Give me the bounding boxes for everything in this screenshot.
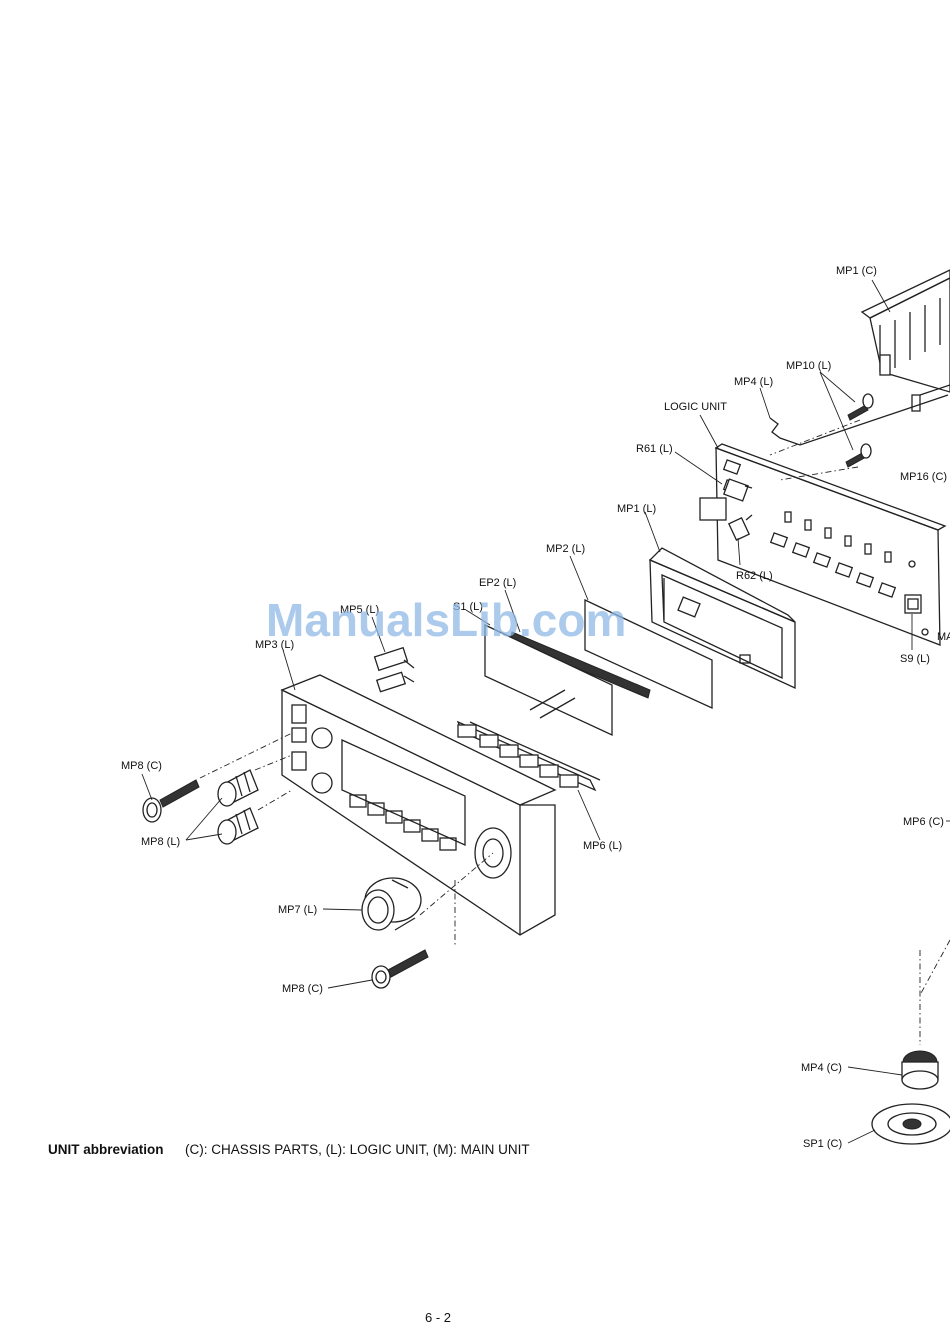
mp8-screw-upper (143, 780, 199, 822)
label-mp4-c: MP4 (C) (801, 1062, 842, 1074)
label-mp1-l: MP1 (L) (617, 503, 656, 515)
label-sp1-c: SP1 (C) (803, 1138, 842, 1150)
mp10-screw (848, 394, 873, 420)
watermark-text: ManualsLib.com (266, 594, 626, 646)
s9-switch (905, 595, 921, 613)
unit-abbreviation-legend: UNIT abbreviation (C): CHASSIS PARTS, (L… (48, 1142, 530, 1157)
legend-text: (C): CHASSIS PARTS, (L): LOGIC UNIT, (M)… (185, 1142, 530, 1157)
label-mp16-c: MP16 (C) (900, 471, 947, 483)
label-mp1-c: MP1 (C) (836, 265, 877, 277)
label-mp8-c-lower: MP8 (C) (282, 983, 323, 995)
mp8-knob (218, 770, 258, 806)
label-mp6-c: MP6 (C) (903, 816, 944, 828)
label-mp8-c-upper: MP8 (C) (121, 760, 162, 772)
mp5-connector (375, 648, 414, 692)
label-mp4-l: MP4 (L) (734, 376, 773, 388)
label-mp7-l: MP7 (L) (278, 904, 317, 916)
mp10-screw (846, 444, 871, 467)
sp1-speaker (872, 1104, 950, 1144)
mp7-dial (362, 878, 421, 930)
leader-lines (142, 280, 950, 1143)
label-s9-l: S9 (L) (900, 653, 930, 665)
label-ma-cut: MA (937, 631, 950, 643)
label-logic-unit: LOGIC UNIT (664, 401, 727, 413)
legend-title: UNIT abbreviation (48, 1142, 164, 1157)
label-r62-l: R62 (L) (736, 570, 773, 582)
mp8-knob (218, 808, 258, 844)
label-mp2-l: MP2 (L) (546, 543, 585, 555)
page-number: 6 - 2 (425, 1310, 451, 1325)
chassis-part (862, 270, 950, 411)
label-mp8-l: MP8 (L) (141, 836, 180, 848)
label-mp10-l: MP10 (L) (786, 360, 831, 372)
mp4-knob-bottom (902, 1051, 938, 1089)
label-mp6-l: MP6 (L) (583, 840, 622, 852)
label-r61-l: R61 (L) (636, 443, 673, 455)
label-ep2-l: EP2 (L) (479, 577, 516, 589)
mp8-screw-lower (372, 950, 428, 988)
